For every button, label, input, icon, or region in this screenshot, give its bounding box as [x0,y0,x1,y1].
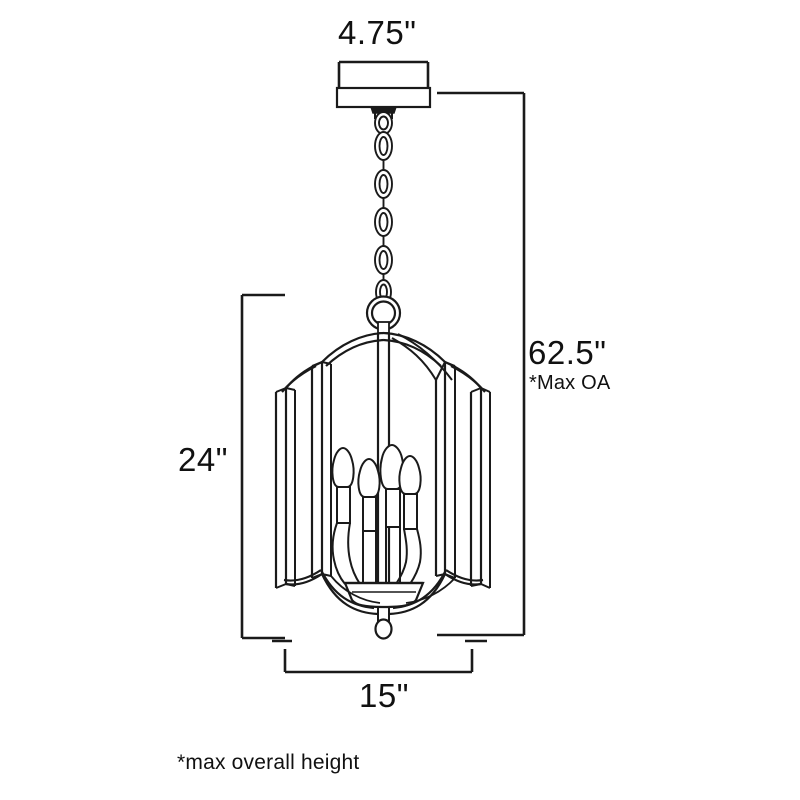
body-width-value: 15" [359,677,409,714]
candle-bulb [331,446,361,585]
canopy-width-value: 4.75" [338,14,417,51]
hanger-ring [365,295,402,334]
overall-height-note: *Max OA [529,371,611,394]
bottom-finial [374,618,393,640]
dimension-label-body-height: 24" [178,441,228,478]
dimension-label-overall-height: 62.5" *Max OA [528,334,611,394]
body-height-value: 24" [178,441,228,478]
candle-bulb [395,454,422,585]
overall-height-value: 62.5" [528,334,607,371]
dimension-bracket-overall-height [437,91,526,637]
footnote-text: *max overall height [177,751,360,774]
dimension-label-body-width: 15" [359,677,409,714]
candle-bulb [379,443,405,588]
cage-bottom-rails [283,569,484,616]
dimension-bracket-body-height [240,293,285,640]
suspension-chain [374,111,393,305]
candle-bulbs [331,443,422,588]
canopy-plate [335,86,432,109]
candle-bulb [357,457,381,586]
dimension-bracket-body-width [272,639,487,674]
dimension-label-canopy-width: 4.75" [338,14,417,51]
